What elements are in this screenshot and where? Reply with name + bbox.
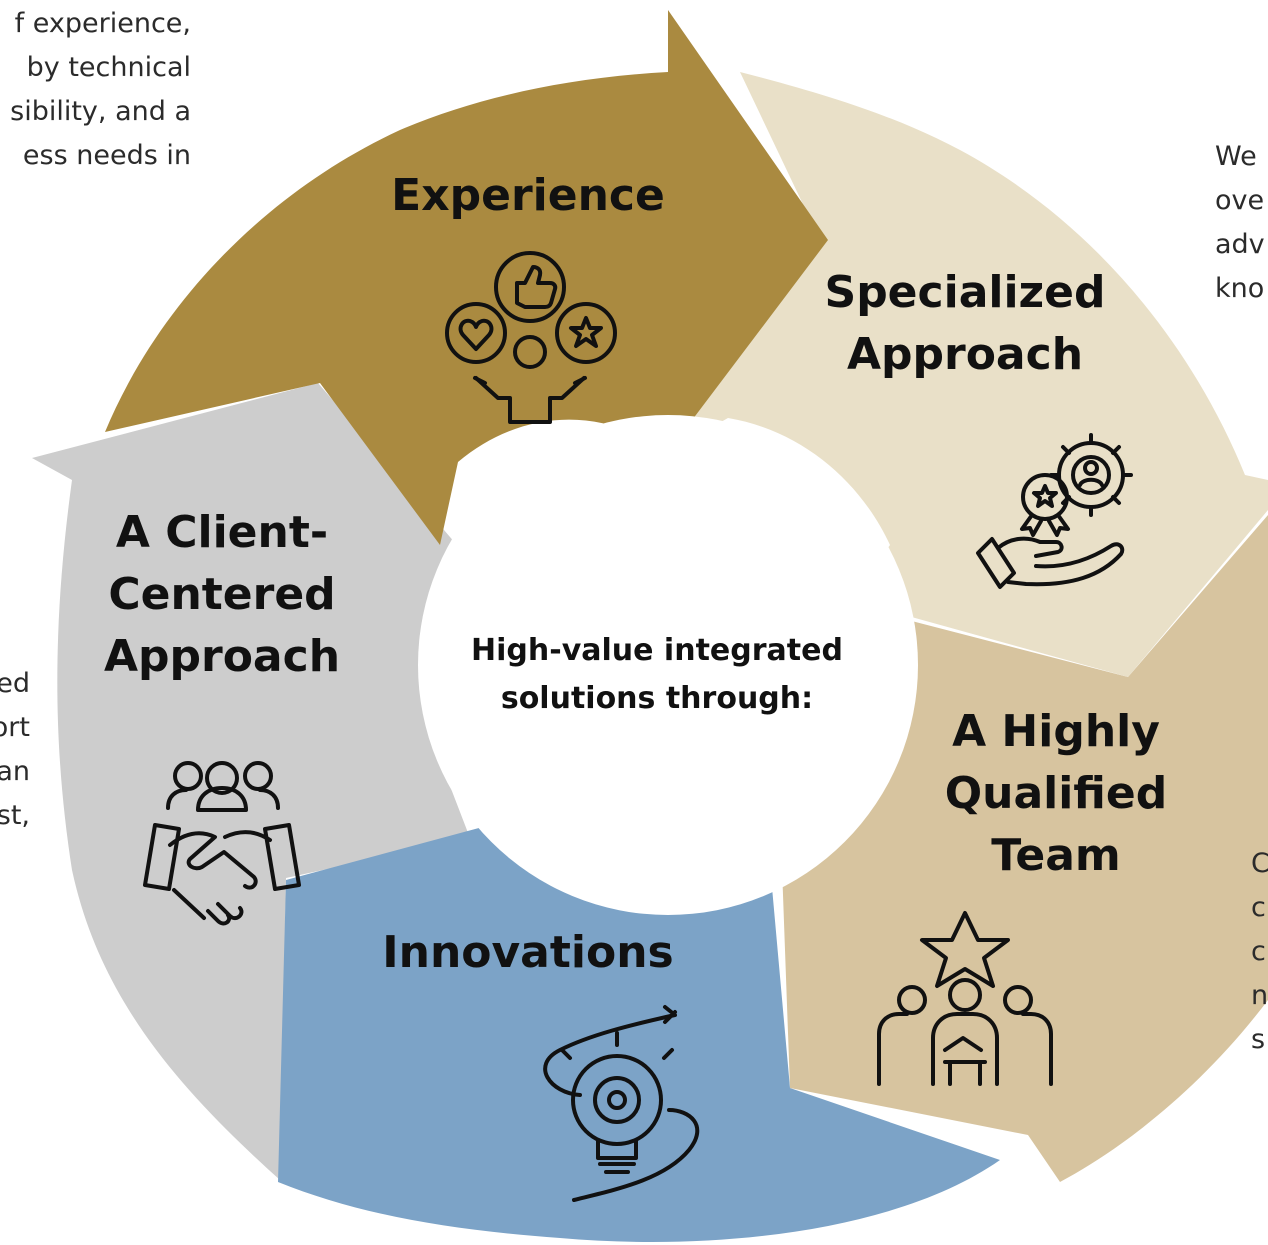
center-title-line2: solutions through:: [501, 681, 813, 716]
side-text-line: s: [1251, 1024, 1266, 1055]
people-feedback-icon: [445, 251, 617, 424]
segment-label-specialized-2: Approach: [847, 329, 1083, 380]
segment-label-innovations: Innovations: [382, 927, 673, 978]
handshake-team-icon: [143, 761, 301, 926]
hand-gears-icon: [976, 433, 1133, 589]
side-text-line: c: [1251, 892, 1266, 923]
side-text-line: sibility, and a: [10, 96, 191, 127]
side-text-right: C c c n s: [1251, 842, 1268, 1062]
segment-specialized-approach-shape: [668, 72, 1268, 677]
side-text-line: ove: [1215, 185, 1265, 216]
side-text-top-left: f experience, by technical sibility, and…: [10, 2, 191, 178]
side-text-top-right: We ove adv kno: [1215, 135, 1265, 311]
segment-label-team-2: Qualified: [945, 768, 1168, 819]
side-text-line: by technical: [26, 52, 191, 83]
side-text-line: adv: [1215, 229, 1265, 260]
side-text-line: f experience,: [14, 8, 191, 39]
side-text-line: ess needs in: [22, 140, 191, 171]
team-star-icon: [877, 911, 1053, 1086]
side-text-line: n: [1251, 980, 1268, 1011]
side-text-line: c: [1251, 936, 1266, 967]
segment-label-team-1: A Highly: [952, 706, 1160, 757]
side-text-line: kno: [1215, 273, 1265, 304]
side-text-line: ort: [0, 712, 30, 743]
segment-label-team-3: Team: [991, 830, 1121, 881]
side-text-line: C: [1251, 848, 1268, 879]
side-text-line: We: [1215, 141, 1257, 172]
segment-experience-shape: [105, 10, 828, 545]
side-text-line: st,: [0, 800, 30, 831]
segment-client-centered-shape: [32, 383, 480, 1180]
segment-label-client-1: A Client-: [116, 507, 328, 558]
side-text-line: ed: [0, 668, 30, 699]
segment-label-specialized-1: Specialized: [825, 267, 1106, 318]
segment-label-client-2: Centered: [108, 569, 335, 620]
side-text-line: an: [0, 756, 30, 787]
center-title-line1: High-value integrated: [471, 633, 843, 668]
lightbulb-gear-icon: [543, 1005, 700, 1202]
side-text-left: ed ort an st,: [0, 662, 30, 838]
segment-label-client-3: Approach: [104, 631, 340, 682]
center-circle: [418, 415, 918, 915]
segment-label-experience: Experience: [391, 170, 665, 221]
